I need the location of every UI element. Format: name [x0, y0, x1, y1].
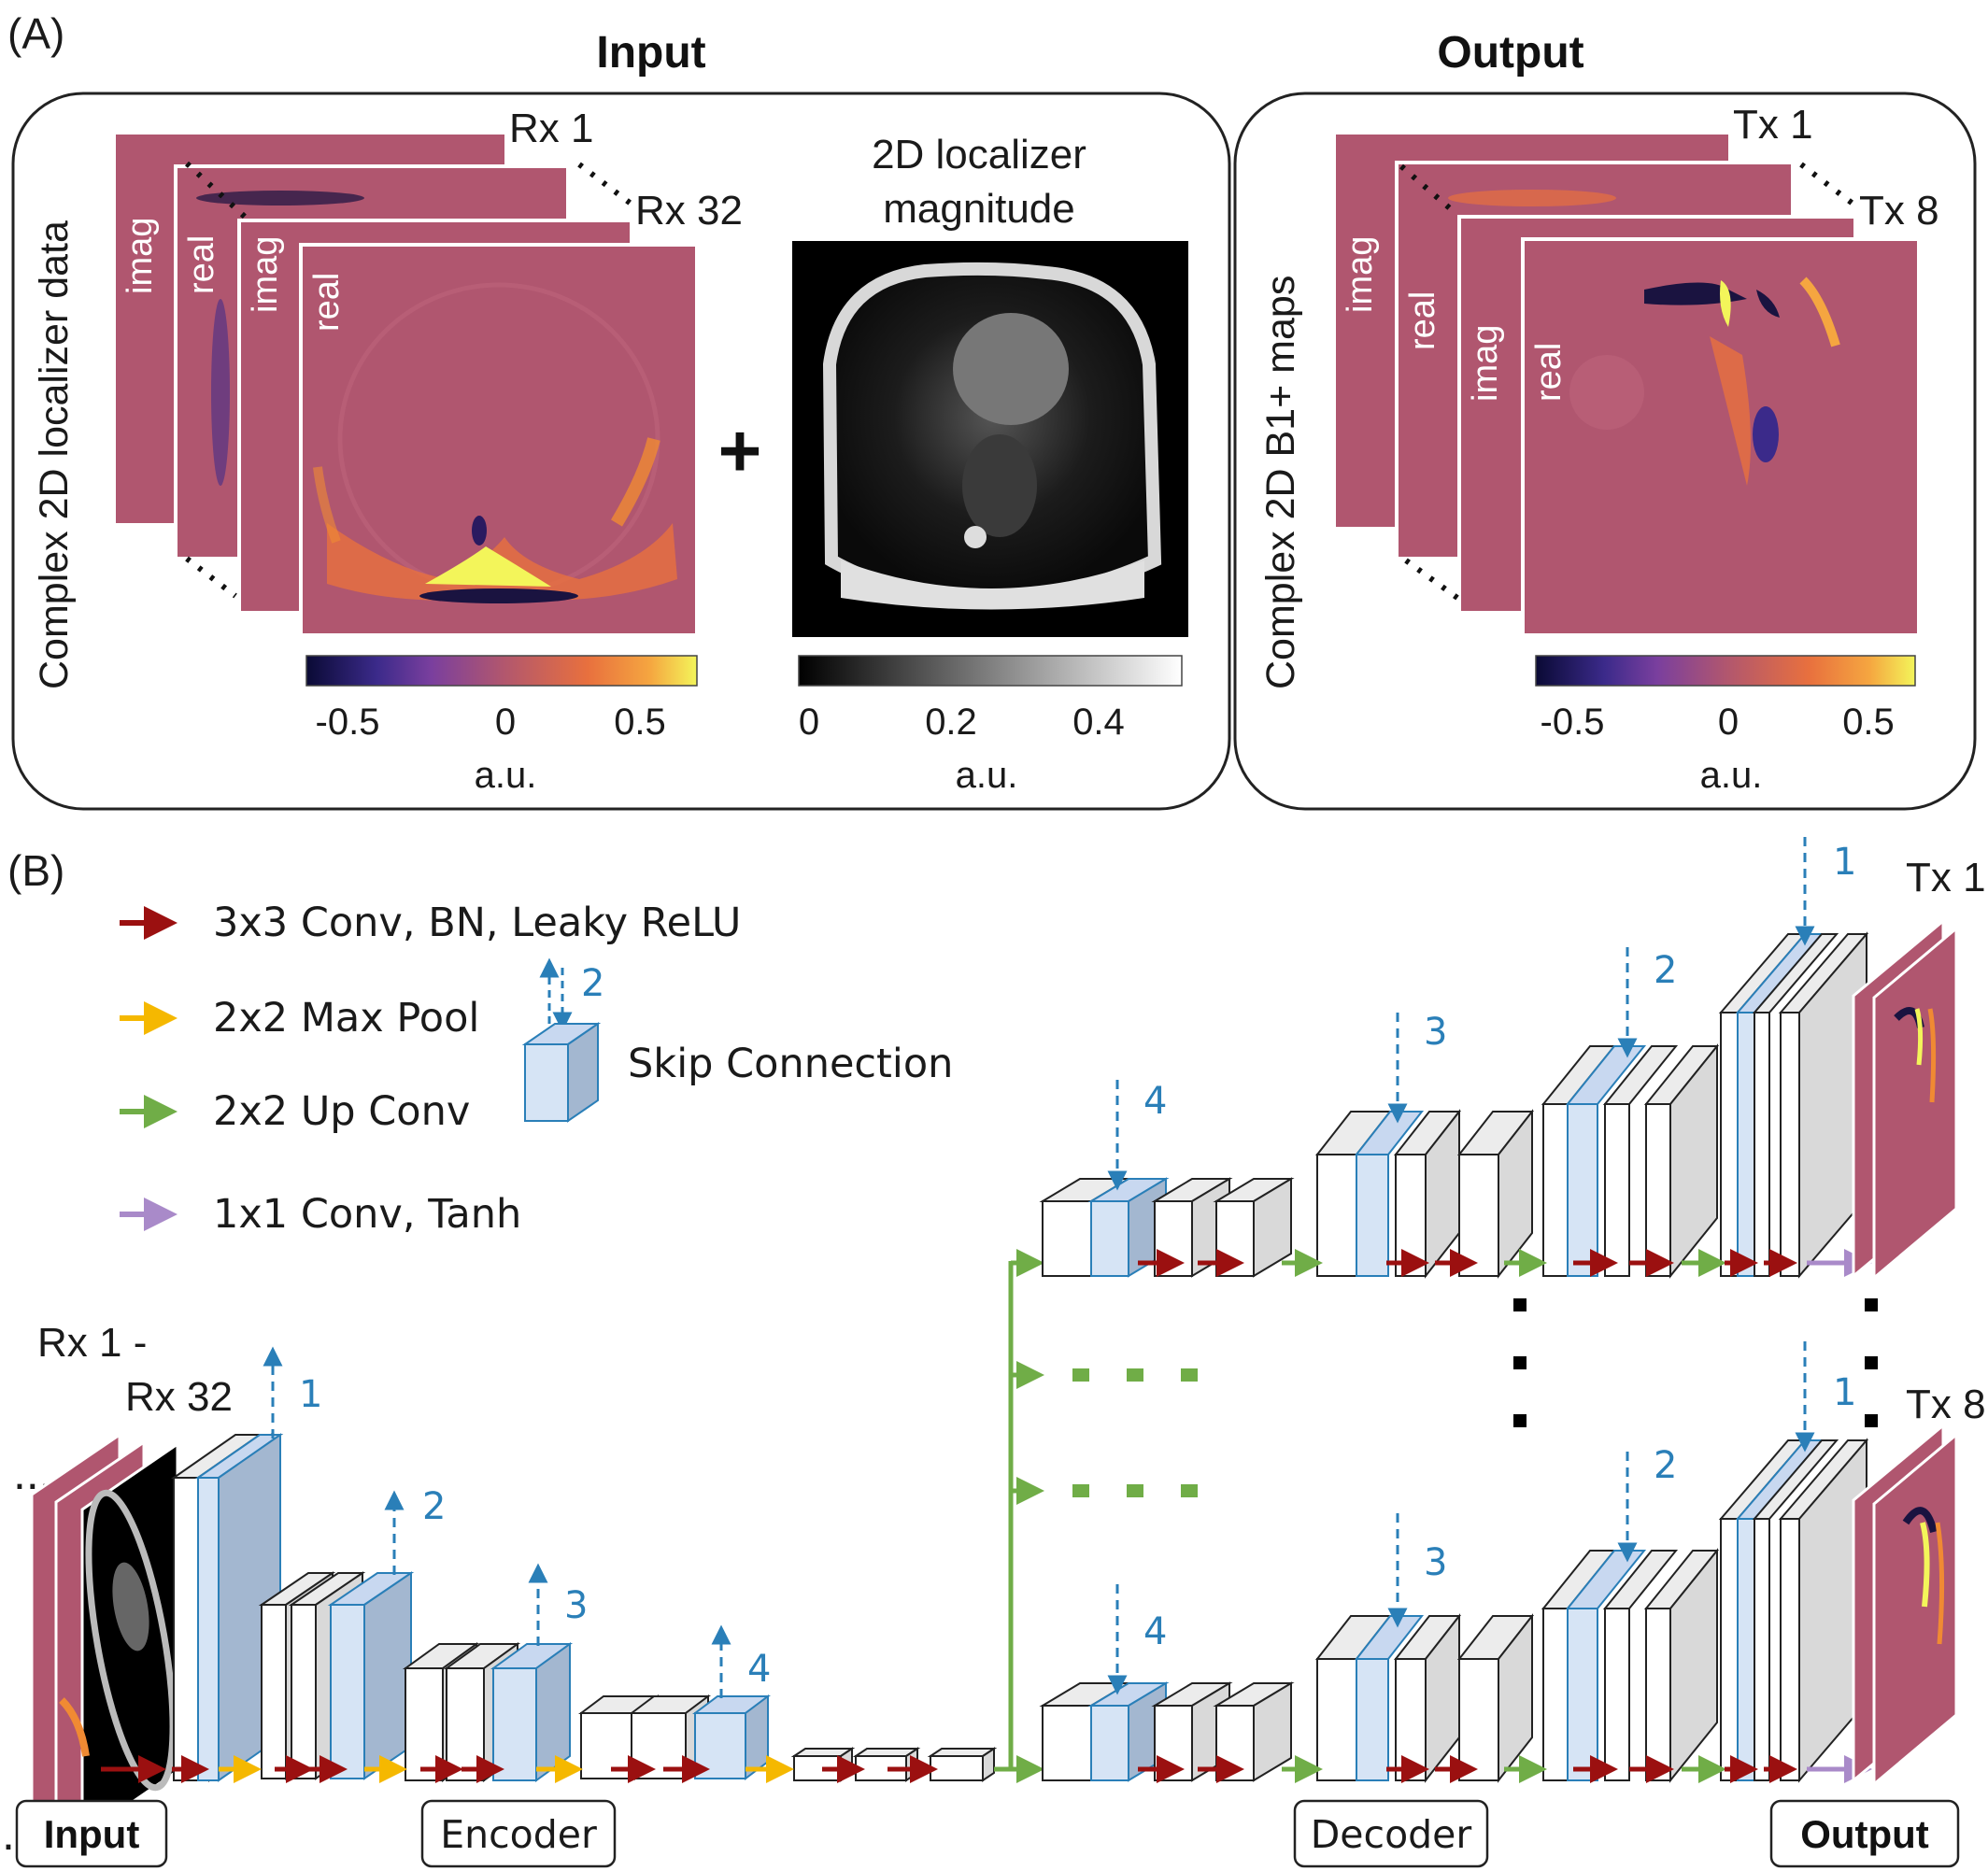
- output-bottom-image: [1852, 1422, 1958, 1788]
- real-label-1: real: [182, 235, 221, 294]
- input-stack-label-line2: Rx 32: [125, 1374, 233, 1420]
- cbar-out-tick-1: 0: [1718, 702, 1739, 743]
- encoder-block-2: [258, 1571, 415, 1780]
- stack-dots-bottom: [185, 556, 237, 599]
- stage-label-input-box: [15, 1799, 168, 1868]
- input-stack-images: [30, 1432, 179, 1839]
- output-top-label: Tx 1: [1906, 855, 1986, 900]
- dec-bot-skip-number-2: 2: [1654, 1444, 1677, 1487]
- magnitude-title-line2: magnitude: [883, 186, 1074, 232]
- skip-connection-legend-icon: [521, 957, 602, 1123]
- rx-last-label: Rx 32: [635, 188, 743, 234]
- legend-label-conv: 3x3 Conv, BN, Leaky ReLU: [213, 900, 741, 946]
- stage-label-encoder: Encoder: [440, 1812, 597, 1857]
- decoder-bottom-block-4: [1718, 1438, 1869, 1783]
- stage-label-output-box: [1769, 1799, 1960, 1868]
- enc-skip-number-4: 4: [747, 1648, 771, 1691]
- decoder-ellipsis-right: [1865, 1298, 1878, 1427]
- plus-sign: +: [718, 409, 762, 492]
- cbar-complex-output: [1535, 655, 1916, 687]
- input-panel-frame: [11, 92, 1231, 811]
- cbar-mag-tick-1: 0.2: [925, 702, 977, 743]
- decoder-ellipsis-left: [1513, 1298, 1526, 1427]
- input-ylabel: Complex 2D localizer data: [32, 220, 77, 689]
- stage-label-decoder-box: [1293, 1799, 1489, 1868]
- cbar-out-tick-0: -0.5: [1541, 702, 1605, 743]
- imag-label-2: imag: [246, 236, 285, 313]
- skip-legend-label: Skip Connection: [628, 1041, 953, 1087]
- stage-label-decoder: Decoder: [1311, 1812, 1472, 1857]
- decoder-top-block-3: [1541, 1043, 1720, 1279]
- decoder-top-block-1: [1039, 1177, 1295, 1278]
- tx-first-label: Tx 1: [1733, 102, 1813, 148]
- tx-last-label: Tx 8: [1859, 188, 1939, 234]
- magnitude-title-line1: 2D localizer: [872, 132, 1086, 177]
- dec-top-skip-number-2: 2: [1654, 949, 1677, 992]
- input-title: Input: [596, 28, 705, 78]
- out-dots-mid: [1399, 163, 1459, 218]
- cbar-mag-tick-2: 0.4: [1072, 702, 1125, 743]
- cbar-in-tick-0: -0.5: [316, 702, 380, 743]
- rx-first-label: Rx 1: [509, 106, 593, 151]
- imag-label-3: imag: [1341, 236, 1380, 313]
- cbar-magnitude: [798, 655, 1183, 687]
- legend-label-final: 1x1 Conv, Tanh: [213, 1191, 521, 1238]
- real-label-3: real: [1403, 291, 1442, 350]
- stack-dots-top: [577, 162, 635, 208]
- decoder-bottom-block-1: [1039, 1681, 1295, 1782]
- panel-b-label: (B): [7, 846, 64, 895]
- encoder-block-3: [402, 1642, 574, 1782]
- cbar-mag-tick-0: 0: [799, 702, 819, 743]
- enc-skip-number-1: 1: [299, 1373, 322, 1416]
- decoder-bottom-block-2: [1314, 1613, 1535, 1783]
- enc-skip-number-3: 3: [564, 1584, 588, 1627]
- cbar-mag-unit: a.u.: [956, 755, 1018, 796]
- encoder-block-4: [578, 1694, 771, 1780]
- stage-label-encoder-box: [420, 1799, 617, 1868]
- stage-label-output: Output: [1800, 1812, 1929, 1856]
- output-ylabel: Complex 2D B1+ maps: [1258, 276, 1303, 689]
- decoder-bottom-block-3: [1541, 1548, 1720, 1783]
- output-bottom-label: Tx 8: [1906, 1382, 1986, 1427]
- decoder-top-block-4: [1718, 931, 1869, 1279]
- legend-label-upconv: 2x2 Up Conv: [213, 1088, 470, 1135]
- imag-label-1: imag: [121, 218, 160, 294]
- output-panel-frame: [1233, 92, 1977, 811]
- output-map-stack: [1332, 131, 1921, 637]
- imag-label-4: imag: [1466, 325, 1505, 402]
- real-label-4: real: [1529, 343, 1569, 402]
- legend-label-pool: 2x2 Max Pool: [213, 995, 479, 1042]
- magnitude-image: [792, 241, 1188, 637]
- enc-skip-number-2: 2: [422, 1485, 446, 1528]
- skip-legend-number: 2: [581, 962, 604, 1005]
- decoder-top-block-2: [1314, 1109, 1535, 1279]
- cbar-in-tick-2: 0.5: [614, 702, 666, 743]
- dec-top-skip-number-4: 4: [1143, 1080, 1167, 1123]
- real-label-2: real: [307, 273, 347, 332]
- stage-label-input: Input: [44, 1812, 140, 1856]
- out-dots-bottom: [1404, 558, 1459, 601]
- input-stack-label-line1: Rx 1 -: [37, 1320, 147, 1366]
- panel-a-label: (A): [7, 9, 64, 58]
- encoder-block-1: [170, 1433, 284, 1782]
- input-map-stack: [112, 131, 699, 637]
- cbar-out-unit: a.u.: [1700, 755, 1763, 796]
- out-dots-top: [1799, 162, 1857, 208]
- cbar-in-tick-1: 0: [495, 702, 516, 743]
- output-title: Output: [1437, 28, 1583, 78]
- dec-bot-skip-number-1: 1: [1833, 1371, 1856, 1414]
- cbar-out-tick-2: 0.5: [1842, 702, 1895, 743]
- bottleneck-block: [790, 1747, 998, 1782]
- cbar-complex-input: [305, 655, 698, 687]
- dec-top-skip-number-3: 3: [1424, 1011, 1447, 1054]
- dec-bot-skip-number-3: 3: [1424, 1541, 1447, 1584]
- dec-bot-skip-number-4: 4: [1143, 1610, 1167, 1653]
- cbar-in-unit: a.u.: [475, 755, 537, 796]
- output-top-image: [1852, 917, 1958, 1282]
- dec-top-skip-number-1: 1: [1833, 841, 1856, 884]
